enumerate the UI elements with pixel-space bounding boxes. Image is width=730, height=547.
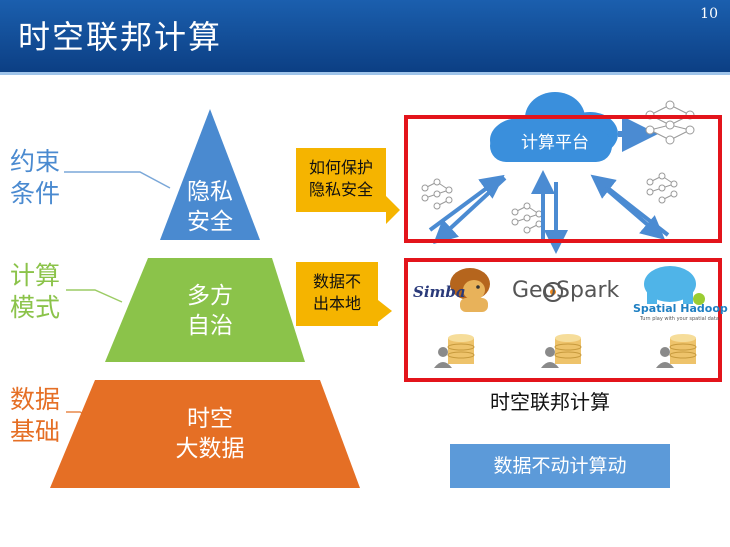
simba-lion-icon [450,268,490,312]
label-basis-line2: 基础 [10,417,61,446]
label-constraint: 约束 条件 [10,146,60,210]
database-user-icon [434,334,475,368]
pyramid-middle-tier [105,258,305,362]
pyramid-bottom-line2: 大数据 [175,436,245,462]
arrow-left-up [428,174,507,245]
label-data-basis: 数据 基础 [10,384,60,448]
callout-privacy: 如何保护 隐私安全 [296,148,386,212]
spatial-hadoop-tagline: Turn play with your spatial data [640,316,719,322]
pyramid-bottom-text: 时空 大数据 [145,404,275,464]
arrow-right-up [590,174,670,240]
pyramid-top-text: 隐私 安全 [170,177,250,237]
label-computing-model: 计算 模式 [10,260,60,324]
pyramid-bottom-line1: 时空 [187,406,233,432]
pyramid-top-line2: 安全 [187,209,233,235]
arrow-center-up [531,170,568,254]
local-systems-frame [404,258,722,382]
pyramid-middle-line2: 自治 [187,313,233,339]
callout-locality-line1: 数据不 [312,272,361,291]
callout-pointer-locality [378,300,392,322]
pyramid-bottom-tier [50,380,360,488]
pyramid-middle-line1: 多方 [187,283,233,309]
database-user-icon [541,334,582,368]
connector-line-constraint [64,171,171,189]
callout-privacy-line1: 如何保护 [308,158,373,177]
label-constraint-line2: 条件 [10,179,61,208]
connector-line-model [66,289,123,303]
neural-network-icon [646,172,678,204]
cloud-platform-frame [404,115,722,243]
cloud-platform-label: 计算平台 [521,133,589,153]
neural-network-icon [421,178,453,210]
cloud-icon [490,92,618,162]
spatial-hadoop-logo-text: Spatial Hadoop [633,302,728,315]
federated-computing-caption: 时空联邦计算 [490,390,610,414]
database-user-icon [656,334,697,368]
callout-privacy-line2: 隐私安全 [308,180,373,199]
label-constraint-line1: 约束 [10,147,61,176]
pyramid-top-tier [160,109,260,240]
callout-locality-line2: 出本地 [312,294,361,313]
label-basis-line1: 数据 [10,385,61,414]
title-bar: 时空联邦计算 10 [0,0,730,72]
page-number: 10 [700,6,718,22]
callout-locality: 数据不 出本地 [296,262,378,326]
pyramid-top-line1: 隐私 [187,179,233,205]
callout-pointer-privacy [386,196,400,224]
label-model-line2: 模式 [10,293,61,322]
geospark-logo-text: GeoSpark [512,278,620,303]
slogan-box: 数据不动计算动 [450,444,670,488]
label-model-line1: 计算 [10,261,61,290]
slide-title: 时空联邦计算 [18,18,223,56]
simba-logo-text: Simba [413,283,466,301]
neural-network-icon [511,202,543,234]
header-divider [0,72,730,75]
pyramid-middle-text: 多方 自治 [160,281,260,341]
geospark-swirl-icon [543,282,563,302]
spatial-hadoop-elephant-icon [644,266,705,305]
